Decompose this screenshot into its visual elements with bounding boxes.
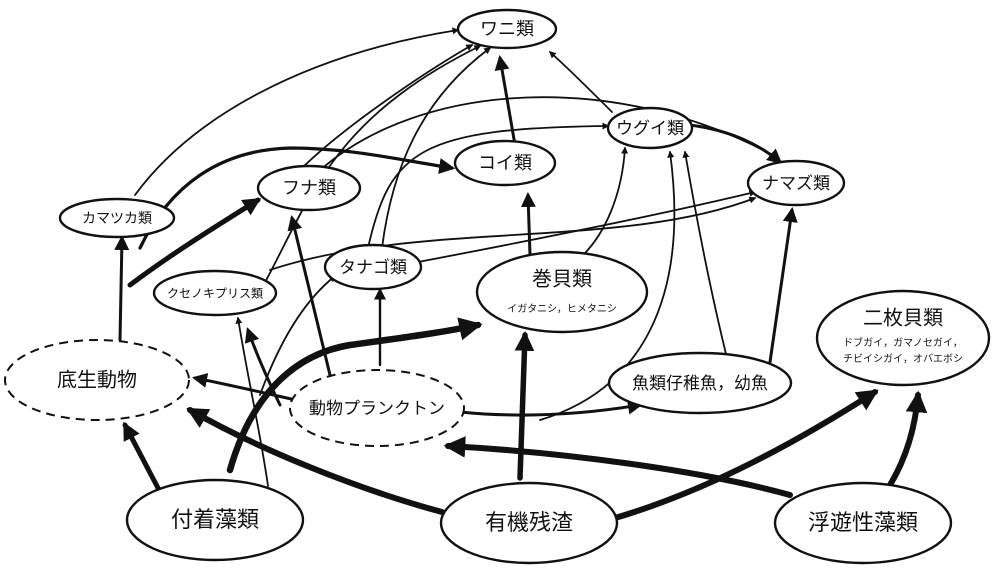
nodes: ワニ類 ウグイ類 コイ類 ナマズ類 フナ類 カマツカ類 タナゴ類 クセノキプリ — [4, 8, 991, 565]
node-tanago: タナゴ類 — [323, 243, 423, 291]
edge-fuchaku-to-kuseno — [235, 316, 269, 487]
node-fuyuu-label: 浮遊性藻類 — [808, 511, 918, 536]
edge-fuchaku-to-teisei — [122, 421, 161, 491]
edge-makigai-to-wani — [494, 55, 517, 147]
edge-gyorui-to-ugui — [682, 150, 729, 363]
node-ugui-label: ウグイ類 — [616, 119, 684, 139]
node-nimaigai-label: 二枚貝類 — [863, 306, 943, 330]
node-yuuki: 有機残渣 — [439, 481, 619, 565]
node-ugui: ウグイ類 — [606, 106, 694, 150]
edge-funa-to-wani — [299, 44, 474, 171]
node-makigai-label: 巻貝類 — [532, 267, 592, 291]
edge-tanago-to-namazu — [417, 189, 757, 263]
edge-tanago-to-ugui — [367, 122, 610, 249]
node-gyorui-label: 魚類仔稚魚，幼魚 — [632, 374, 768, 394]
edge-yuuki-to-ugui — [539, 150, 676, 421]
node-funa-label: フナ類 — [282, 178, 336, 199]
edge-kuseno-to-doubutsu-link — [244, 327, 282, 407]
node-koi: コイ類 — [453, 139, 557, 187]
edges — [114, 27, 928, 521]
node-fuyuu: 浮遊性藻類 — [773, 481, 953, 565]
edge-makigai-to-ugui — [579, 146, 629, 259]
edge-teisei-to-funa — [127, 197, 262, 288]
node-teisei: 底生動物 — [4, 339, 190, 421]
edge-kuseno-to-wani — [261, 45, 482, 289]
node-koi-label: コイ類 — [478, 153, 532, 174]
edge-fuyuu-to-nimaigai — [887, 390, 928, 488]
node-gyorui: 魚類仔稚魚，幼魚 — [607, 351, 793, 415]
node-fuchaku: 付着藻類 — [125, 478, 305, 562]
node-makigai: 巻貝類 イガタニシ，ヒメタニシ — [475, 250, 649, 334]
edge-yuuki-to-makigai — [514, 331, 535, 481]
node-kamatsuka: カマツカ類 — [58, 197, 176, 239]
node-doubutsu-label: 動物プランクトン — [309, 399, 445, 419]
edge-teisei-to-kamatsuka — [114, 235, 130, 342]
node-yuuki-label: 有機残渣 — [485, 511, 573, 536]
edge-doubutsu-to-gyorui — [458, 399, 643, 417]
node-tanago-label: タナゴ類 — [339, 257, 407, 278]
node-wani: ワニ類 — [456, 8, 558, 50]
node-kuseno: クセノキプリス類 — [152, 269, 278, 317]
node-nimaigai-sublabel2: チビイシガイ，オバエボシ — [843, 353, 963, 365]
node-namazu-label: ナマズ類 — [762, 174, 830, 194]
edge-fuyuu-to-doubutsu — [443, 436, 793, 498]
edge-kamatsuka-to-koi — [138, 146, 456, 250]
edge-yuuki-to-teisei — [186, 407, 445, 515]
edge-kamatsuka-to-wani — [134, 27, 460, 196]
node-namazu: ナマズ類 — [746, 159, 846, 207]
node-nimaigai-sublabel1: ドブガイ，ガマノセガイ， — [843, 336, 963, 349]
node-doubutsu: 動物プランクトン — [289, 369, 465, 447]
node-wani-label: ワニ類 — [480, 19, 534, 40]
node-nimaigai: 二枚貝類 ドブガイ，ガマノセガイ， チビイシガイ，オバエボシ — [815, 289, 991, 387]
edge-fuchaku-to-makigai — [226, 317, 483, 474]
edge-tanago-to-wani — [381, 47, 492, 249]
edge-ugui-to-wani — [548, 51, 613, 113]
edge-makigai-to-koi — [520, 192, 536, 257]
node-kamatsuka-label: カマツカ類 — [82, 211, 152, 227]
edge-ugui-to-namazu — [688, 123, 783, 164]
node-funa: フナ類 — [256, 164, 362, 212]
edge-gyorui-to-namazu — [768, 207, 798, 364]
node-makigai-sublabel: イガタニシ，ヒメタニシ — [507, 303, 617, 315]
node-fuchaku-label: 付着藻類 — [171, 508, 259, 533]
edge-yuuki-to-nimaigai — [612, 389, 879, 521]
node-teisei-label: 底生動物 — [57, 368, 137, 392]
node-kuseno-label: クセノキプリス類 — [167, 287, 263, 301]
edge-doubutsu-to-teisei — [192, 372, 298, 402]
